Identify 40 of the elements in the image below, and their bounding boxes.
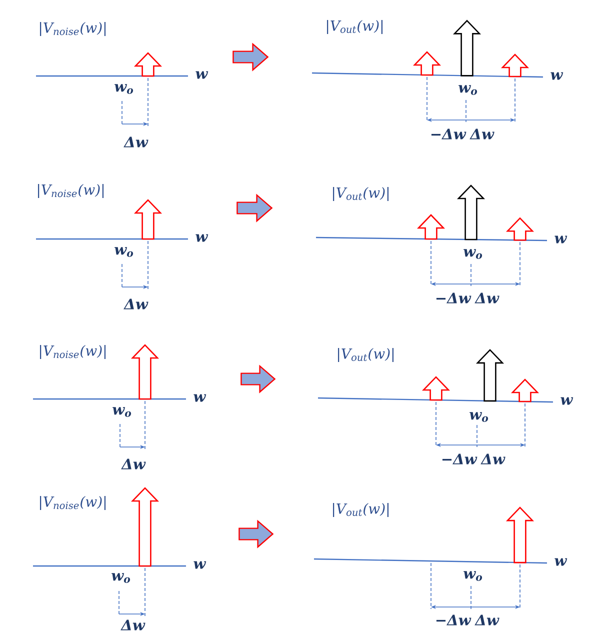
block-arrow <box>236 194 273 222</box>
dimension-label: Δw <box>480 454 506 464</box>
dimension-label: Δw <box>470 128 494 140</box>
plot-title: |V$_{out}$(w)| <box>338 348 394 362</box>
tick-label: w$_{o}$ <box>464 249 482 259</box>
tick-label: w$_{o}$ <box>470 412 488 422</box>
tick-label: w$_{o}$ <box>114 247 134 257</box>
plot-title: |V$_{out}$(w)| <box>333 503 388 517</box>
dimension-label: Δw <box>120 620 146 630</box>
axis-label: w <box>554 236 568 244</box>
tick-label: w$_{o}$ <box>112 573 130 583</box>
dimension-label: Δw <box>121 458 146 470</box>
tick-label: w$_{o}$ <box>458 85 478 95</box>
dimension-label: Δw <box>124 298 148 310</box>
block-arrow <box>240 364 276 394</box>
tick-label: w$_{o}$ <box>114 84 134 94</box>
block-arrow <box>238 520 274 548</box>
dimension-label: −Δw <box>436 292 472 304</box>
dimension-label: Δw <box>474 292 500 304</box>
plot-title: |V$_{out}$(w)| <box>333 187 388 202</box>
plot-title: |V$_{out}$(w)| <box>327 20 382 34</box>
axis-label: w <box>554 558 568 566</box>
dimension-label: −Δw <box>431 128 466 140</box>
tick-label: w$_{o}$ <box>464 571 482 581</box>
dimension-label: Δw <box>124 136 148 148</box>
plot-title: |V$_{noise}$(w)| <box>40 22 106 36</box>
plot-title: |V$_{noise}$(w)| <box>40 345 106 359</box>
axis-label: w <box>196 234 208 242</box>
axis-label: w <box>194 561 206 569</box>
axis-label: w <box>550 72 564 80</box>
block-arrow <box>232 42 269 72</box>
dimension-label: −Δw <box>436 614 472 626</box>
plot-title: |V$_{noise}$(w)| <box>40 496 106 510</box>
axis-label: w <box>196 71 208 79</box>
dimension-label: Δw <box>474 614 500 626</box>
axis-label: w <box>560 397 574 405</box>
axis-label: w <box>194 394 206 402</box>
plot-title: |V$_{noise}$(w)| <box>38 184 104 198</box>
dimension-label: −Δw <box>442 454 478 464</box>
tick-label: w$_{o}$ <box>112 407 132 417</box>
